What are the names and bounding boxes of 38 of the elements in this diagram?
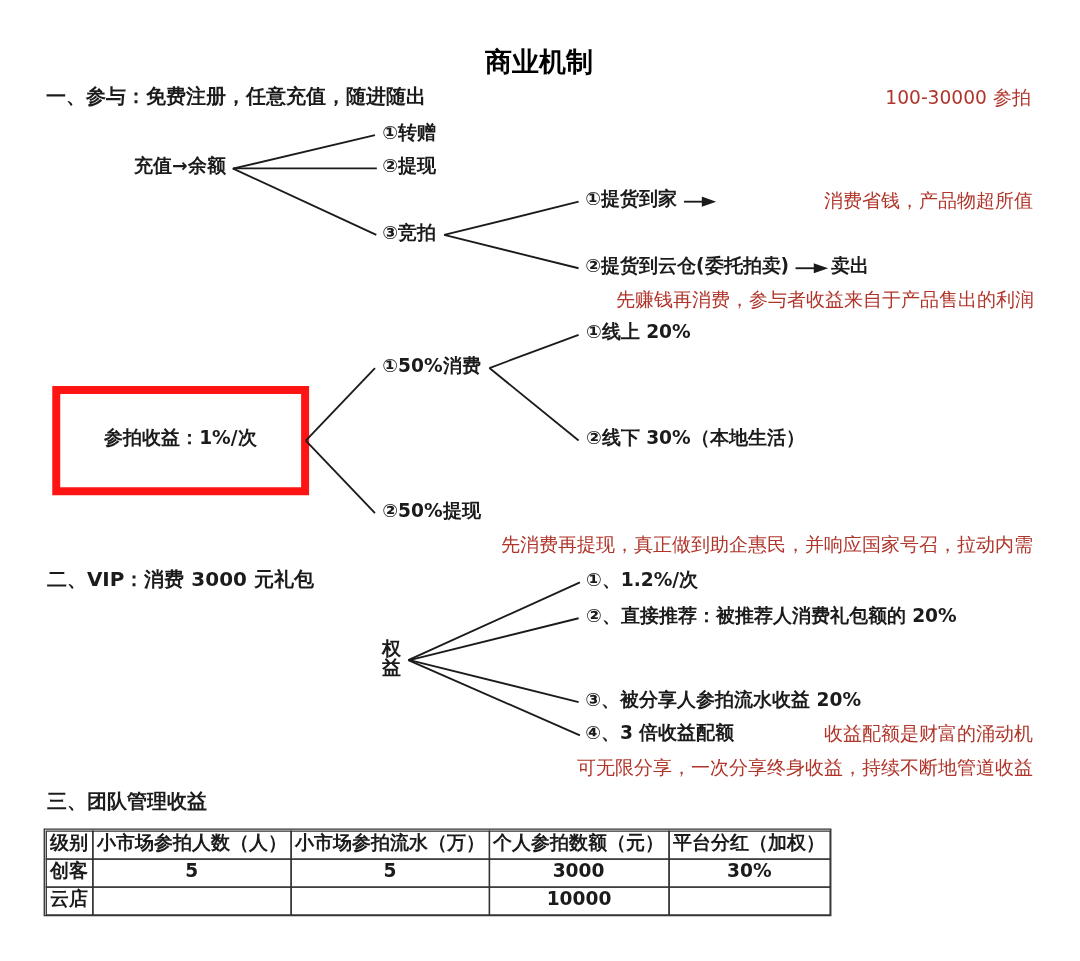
node-text: ③、被分享人参拍流水收益 20% — [585, 688, 862, 710]
node-text: 充值→余额 — [134, 155, 226, 177]
node-text: ①50%消费 — [382, 354, 481, 376]
label: 先赚钱再消费，参与者收益来自于产品售出的利润 — [615, 289, 1034, 311]
label: 5 — [383, 859, 397, 881]
node-text: ②、直接推荐：被推荐人消费礼包额的 20% — [585, 604, 957, 626]
label: 级别 — [50, 831, 89, 853]
label: 100-30000 参拍 — [885, 87, 1031, 109]
label: 个人参拍数额（元） — [493, 831, 665, 853]
label: 收益配额是财富的涌动机 — [824, 723, 1034, 745]
label: 先消费再提现，真正做到助企惠民，并响应国家号召，拉动内需 — [501, 534, 1034, 556]
node-text: ①、1.2%/次 — [585, 568, 699, 590]
label: 三、团队管理收益 — [46, 788, 207, 813]
diagram-title: 商业机制 — [485, 45, 594, 77]
node-text: ①线上 20% — [585, 321, 691, 343]
label: 3000 — [552, 859, 605, 881]
node-text: 卖出 — [830, 254, 869, 276]
node-text: ②线下 30%（本地生活） — [585, 427, 805, 449]
node-text: ②提现 — [382, 155, 437, 177]
label: 平台分红（加权） — [673, 831, 826, 853]
label: 创客 — [50, 859, 89, 881]
node-text: ③竞拍 — [382, 221, 437, 243]
label: 小市场参拍流水（万） — [295, 831, 486, 853]
node-text: ②提货到云仓(委托拍卖) — [585, 254, 790, 276]
label: 一、参与：免费注册，任意充值，随进随出 — [46, 83, 427, 108]
node-text: ①提货到家 — [585, 188, 678, 210]
label: 5 — [185, 859, 199, 881]
label: 小市场参拍人数（人） — [96, 831, 287, 853]
node-text: ④、3 倍收益配额 — [585, 721, 735, 743]
node-text: 权益 — [382, 638, 402, 678]
label: 30% — [726, 859, 772, 881]
label: 消费省钱，产品物超所值 — [824, 189, 1034, 211]
label: 云店 — [50, 887, 89, 909]
node-text: ①转赠 — [382, 121, 437, 143]
label: 可无限分享，一次分享终身收益，持续不断地管道收益 — [576, 756, 1033, 778]
label: 二、VIP：消费 3000 元礼包 — [46, 566, 314, 591]
node-text: ②50%提现 — [382, 499, 481, 521]
label: 10000 — [546, 887, 612, 909]
